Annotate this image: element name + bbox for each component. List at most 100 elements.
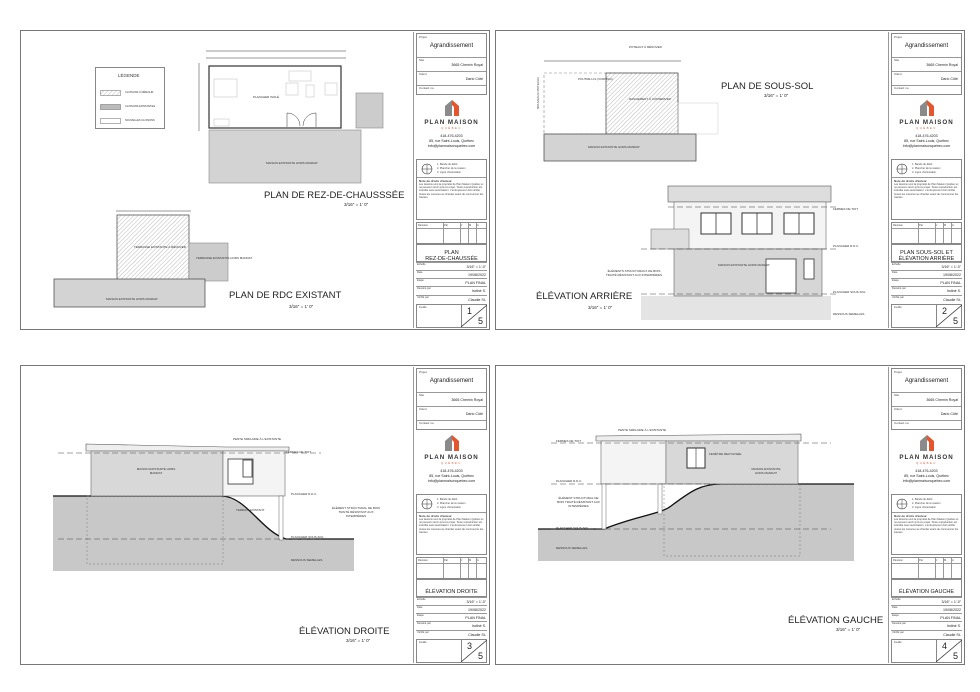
client-name: Dario Côté xyxy=(465,412,483,416)
drawing-label: ÉLÉMENT STRUCTURAL DE BOIS TRAITÉ RÉSIST… xyxy=(557,496,600,508)
drawing-label: ÉLÉMENT STRUCTURAL DE BOIS TRAITÉ RÉSIST… xyxy=(331,506,380,518)
furniture xyxy=(288,70,312,82)
foundation-outline xyxy=(663,483,801,557)
table-divider xyxy=(935,558,936,578)
table-divider xyxy=(918,223,919,243)
notes-title: Note de droits d'auteur xyxy=(894,514,927,518)
page-box-divider xyxy=(461,640,462,662)
table-divider xyxy=(468,223,469,243)
drawing-title: PLAN DE SOUS-SOL xyxy=(721,81,814,92)
phone: 418-476-4203 xyxy=(440,469,463,473)
terrain-line xyxy=(53,495,354,540)
drawing-scale: 3/16" = 1' 0" xyxy=(344,202,369,207)
site-address: 3665 Chemin Royal xyxy=(926,63,958,67)
drawing-label: FENÊTRE REUTILISÉE xyxy=(709,452,742,456)
logo-subtitle: QUÉBEC xyxy=(916,461,937,465)
divider xyxy=(416,262,487,263)
revision-table-header: J xyxy=(461,559,463,562)
sheet-title: PLAN xyxy=(444,250,459,256)
drawing-label: PLANCHER SOUS-SOL xyxy=(556,526,589,530)
wall xyxy=(90,450,224,497)
divider xyxy=(416,270,487,271)
table-divider xyxy=(443,223,444,243)
email: info@planmaisonquebec.com xyxy=(902,144,951,148)
legend-title: LÉGENDE xyxy=(118,73,140,78)
email: info@planmaisonquebec.com xyxy=(902,479,951,483)
address-label: Site xyxy=(894,393,900,397)
house-logo-icon xyxy=(445,435,459,451)
drawing-label: MAISON EXISTANTE HORS MANDAT xyxy=(136,467,176,475)
window xyxy=(242,459,253,478)
revision-table-header: Révision xyxy=(418,559,428,562)
window xyxy=(803,258,815,280)
revision-table-header: Par xyxy=(919,559,924,562)
divider xyxy=(892,71,961,72)
table-divider xyxy=(468,558,469,578)
revision-table-header: M xyxy=(944,559,947,562)
scale-label: Échelle xyxy=(417,598,426,601)
site-address: 3665 Chemin Royal xyxy=(451,398,483,402)
page-number: 3 xyxy=(467,641,473,651)
divider xyxy=(891,597,962,598)
phone: 418-476-4203 xyxy=(915,134,938,138)
wall xyxy=(600,440,667,485)
drawing-label: FERMES DE TOIT xyxy=(286,450,312,454)
divider xyxy=(416,605,487,606)
date-label: Date xyxy=(417,606,423,609)
drawing-scale: 3/16" = 1' 0" xyxy=(836,627,861,632)
furniture xyxy=(213,78,238,98)
north-note: 1. Bande de débit xyxy=(912,498,933,501)
deck-outline xyxy=(677,102,719,135)
table-divider xyxy=(476,558,477,578)
drawn-by-value: Indiné S. xyxy=(946,624,961,628)
north-arrow-icon xyxy=(896,163,908,175)
north-arrow-icon xyxy=(896,498,908,510)
furniture xyxy=(285,82,299,96)
contact-label: Contact no. xyxy=(894,86,910,90)
ground xyxy=(538,484,854,561)
terrain-line xyxy=(538,483,854,530)
existing-house-wall xyxy=(673,248,823,297)
stage-value: PLAN FINAL xyxy=(940,281,961,285)
client-label: Client xyxy=(419,407,427,411)
drawing-label: ÉLÉMENTS STRUCTURAUX DE BOIS TRAITÉ RÉSI… xyxy=(605,269,663,277)
drawing-scale: 3/16" = 1' 0" xyxy=(289,304,314,309)
sheet-label: Feuille xyxy=(894,306,902,309)
page-diagonal xyxy=(936,640,962,662)
drawing-area xyxy=(543,60,836,320)
revision-table-header: A xyxy=(477,559,479,562)
project-name: Agrandissement xyxy=(904,43,949,49)
drawing-label: DESSOUS SEMELLES xyxy=(291,558,323,562)
checked-label: Vérifié par xyxy=(417,631,429,634)
project-name: Agrandissement xyxy=(429,43,474,49)
date-value: 19/08/2022 xyxy=(468,608,486,612)
divider xyxy=(416,278,487,279)
table-divider xyxy=(460,558,461,578)
drawn-by-value: Indiné S. xyxy=(471,624,486,628)
door-swing xyxy=(286,112,317,127)
existing-house xyxy=(53,278,206,308)
table-divider xyxy=(935,223,936,243)
logo-brand: PLAN MAISON xyxy=(424,454,479,461)
revision-table-header: A xyxy=(952,559,954,562)
existing-house xyxy=(543,133,697,162)
client-label: Client xyxy=(419,72,427,76)
revision-table-header: J xyxy=(936,224,938,227)
structural-post xyxy=(657,483,663,515)
scale-label: Échelle xyxy=(892,263,901,266)
stage-label: Étape xyxy=(892,279,899,282)
stage-value: PLAN FINAL xyxy=(940,616,961,620)
table-divider xyxy=(951,558,952,578)
drawing-scale: 3/16" = 1' 0" xyxy=(346,638,371,643)
